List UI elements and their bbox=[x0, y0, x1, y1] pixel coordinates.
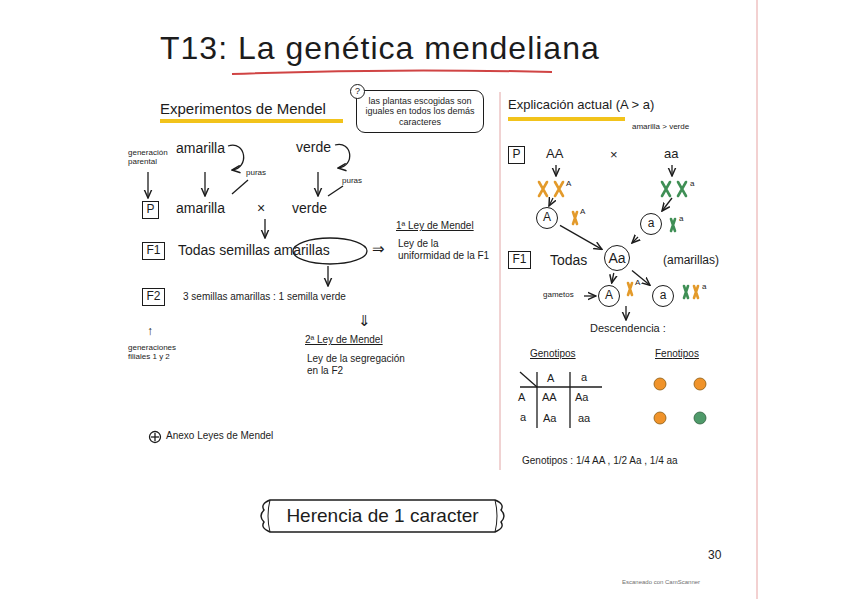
gamete-circle: a bbox=[652, 285, 674, 307]
banner-ribbon: Herencia de 1 caracter bbox=[256, 496, 509, 536]
side-note: puras bbox=[342, 176, 362, 185]
generation-box: F1 bbox=[508, 251, 531, 269]
seed-label: amarilla bbox=[176, 140, 225, 156]
genotype-text: aa bbox=[664, 147, 678, 162]
connector-arrow bbox=[612, 273, 614, 283]
page-number: 30 bbox=[708, 549, 721, 563]
generation-box: F2 bbox=[142, 288, 165, 306]
table-cell: aa bbox=[578, 412, 590, 425]
table-cell: Aa bbox=[543, 412, 556, 425]
side-note: generaciones filiales 1 y 2 bbox=[128, 343, 180, 361]
allele-label: a bbox=[679, 214, 683, 223]
table-cell: Aa bbox=[575, 391, 588, 404]
side-note: puras bbox=[246, 168, 266, 177]
implies-arrow: ⇒ bbox=[372, 240, 385, 257]
up-arrow: ↑ bbox=[147, 325, 153, 339]
node-text: F1 bbox=[146, 244, 160, 258]
law-text: Ley de la segregación en la F2 bbox=[307, 353, 407, 376]
node-text: a bbox=[648, 217, 655, 231]
node-text: a bbox=[660, 289, 667, 303]
generation-box: F1 bbox=[142, 242, 165, 260]
chromosome-sketches bbox=[539, 182, 698, 298]
connector-arrow bbox=[632, 237, 638, 243]
law-heading: 2ª Ley de Mendel bbox=[305, 334, 383, 346]
section-heading: Experimentos de Mendel bbox=[160, 100, 326, 117]
table-header: A bbox=[547, 372, 554, 385]
node-text: A bbox=[543, 211, 551, 225]
cross-sign: × bbox=[610, 148, 618, 163]
result-text: Todas bbox=[550, 252, 587, 268]
side-note: amarilla > verde bbox=[632, 122, 689, 131]
result-text: (amarillas) bbox=[663, 254, 719, 268]
callout-mark: ? bbox=[350, 84, 365, 99]
connector-arrow bbox=[560, 225, 602, 249]
node-text: P bbox=[512, 148, 520, 162]
column-heading: Genotipos bbox=[530, 348, 576, 360]
highlight-underline bbox=[508, 117, 625, 121]
annex-note: Anexo Leyes de Mendel bbox=[166, 430, 273, 442]
page-title: T13: La genética mendeliana bbox=[160, 30, 600, 67]
gamete-circle: A bbox=[598, 285, 620, 307]
table-header: A bbox=[518, 391, 525, 404]
allele-label: A bbox=[580, 207, 585, 216]
title-underline bbox=[232, 70, 552, 74]
allele-label: a bbox=[702, 282, 706, 291]
law-heading: 1ª Ley de Mendel bbox=[396, 220, 474, 232]
note-callout: ?las plantas escogidas son iguales en to… bbox=[356, 90, 484, 133]
cross-sign: × bbox=[257, 200, 265, 216]
seed-label: verde bbox=[296, 139, 331, 155]
implies-arrow: ⇓ bbox=[358, 312, 371, 329]
generation-box: P bbox=[508, 146, 525, 164]
law-text: Ley de la uniformidad de la F1 bbox=[398, 238, 490, 261]
table-header: a bbox=[520, 411, 526, 424]
side-note: generación parental bbox=[128, 148, 172, 166]
table-header: a bbox=[581, 371, 587, 384]
divider-line bbox=[500, 92, 501, 470]
allele-label: a bbox=[690, 179, 694, 188]
result-text: 3 semillas amarillas : 1 semilla verde bbox=[183, 291, 346, 303]
table-cell: AA bbox=[542, 391, 557, 404]
section-heading: Explicación actual (A > a) bbox=[508, 98, 654, 113]
seed-label: verde bbox=[292, 200, 327, 216]
gamete-circle: A bbox=[536, 207, 558, 229]
node-text: A bbox=[605, 289, 613, 303]
allele-label: A bbox=[635, 278, 640, 287]
phenotype-seeds bbox=[654, 378, 706, 424]
allele-label: A bbox=[566, 179, 571, 188]
node-text: Aa bbox=[608, 250, 625, 266]
node-text: F1 bbox=[512, 253, 526, 267]
seed-label: amarilla bbox=[176, 200, 225, 216]
sketch-arrows bbox=[148, 144, 672, 442]
node-text: F2 bbox=[146, 290, 160, 304]
genotype-text: AA bbox=[546, 147, 563, 162]
genotype-circle: Aa bbox=[604, 245, 630, 271]
result-text: Todas semillas amarillas bbox=[178, 242, 330, 258]
summary-text: Genotipos : 1/4 AA , 1/2 Aa , 1/4 aa bbox=[522, 455, 678, 467]
column-heading: Fenotipos bbox=[655, 348, 699, 360]
highlight-underline bbox=[160, 119, 343, 123]
node-text: Herencia de 1 caracter bbox=[286, 505, 478, 527]
connector-arrow bbox=[632, 270, 650, 285]
generation-box: P bbox=[142, 201, 159, 219]
watermark: Escaneado con CamScanner bbox=[622, 579, 700, 586]
section-note: Descendencia : bbox=[590, 322, 666, 335]
gamete-circle: a bbox=[640, 213, 662, 235]
side-note: gametos bbox=[543, 290, 574, 299]
node-text: las plantas escogidas son iguales en tod… bbox=[363, 96, 477, 127]
node-text: P bbox=[146, 203, 154, 217]
margin-line bbox=[757, 0, 758, 599]
